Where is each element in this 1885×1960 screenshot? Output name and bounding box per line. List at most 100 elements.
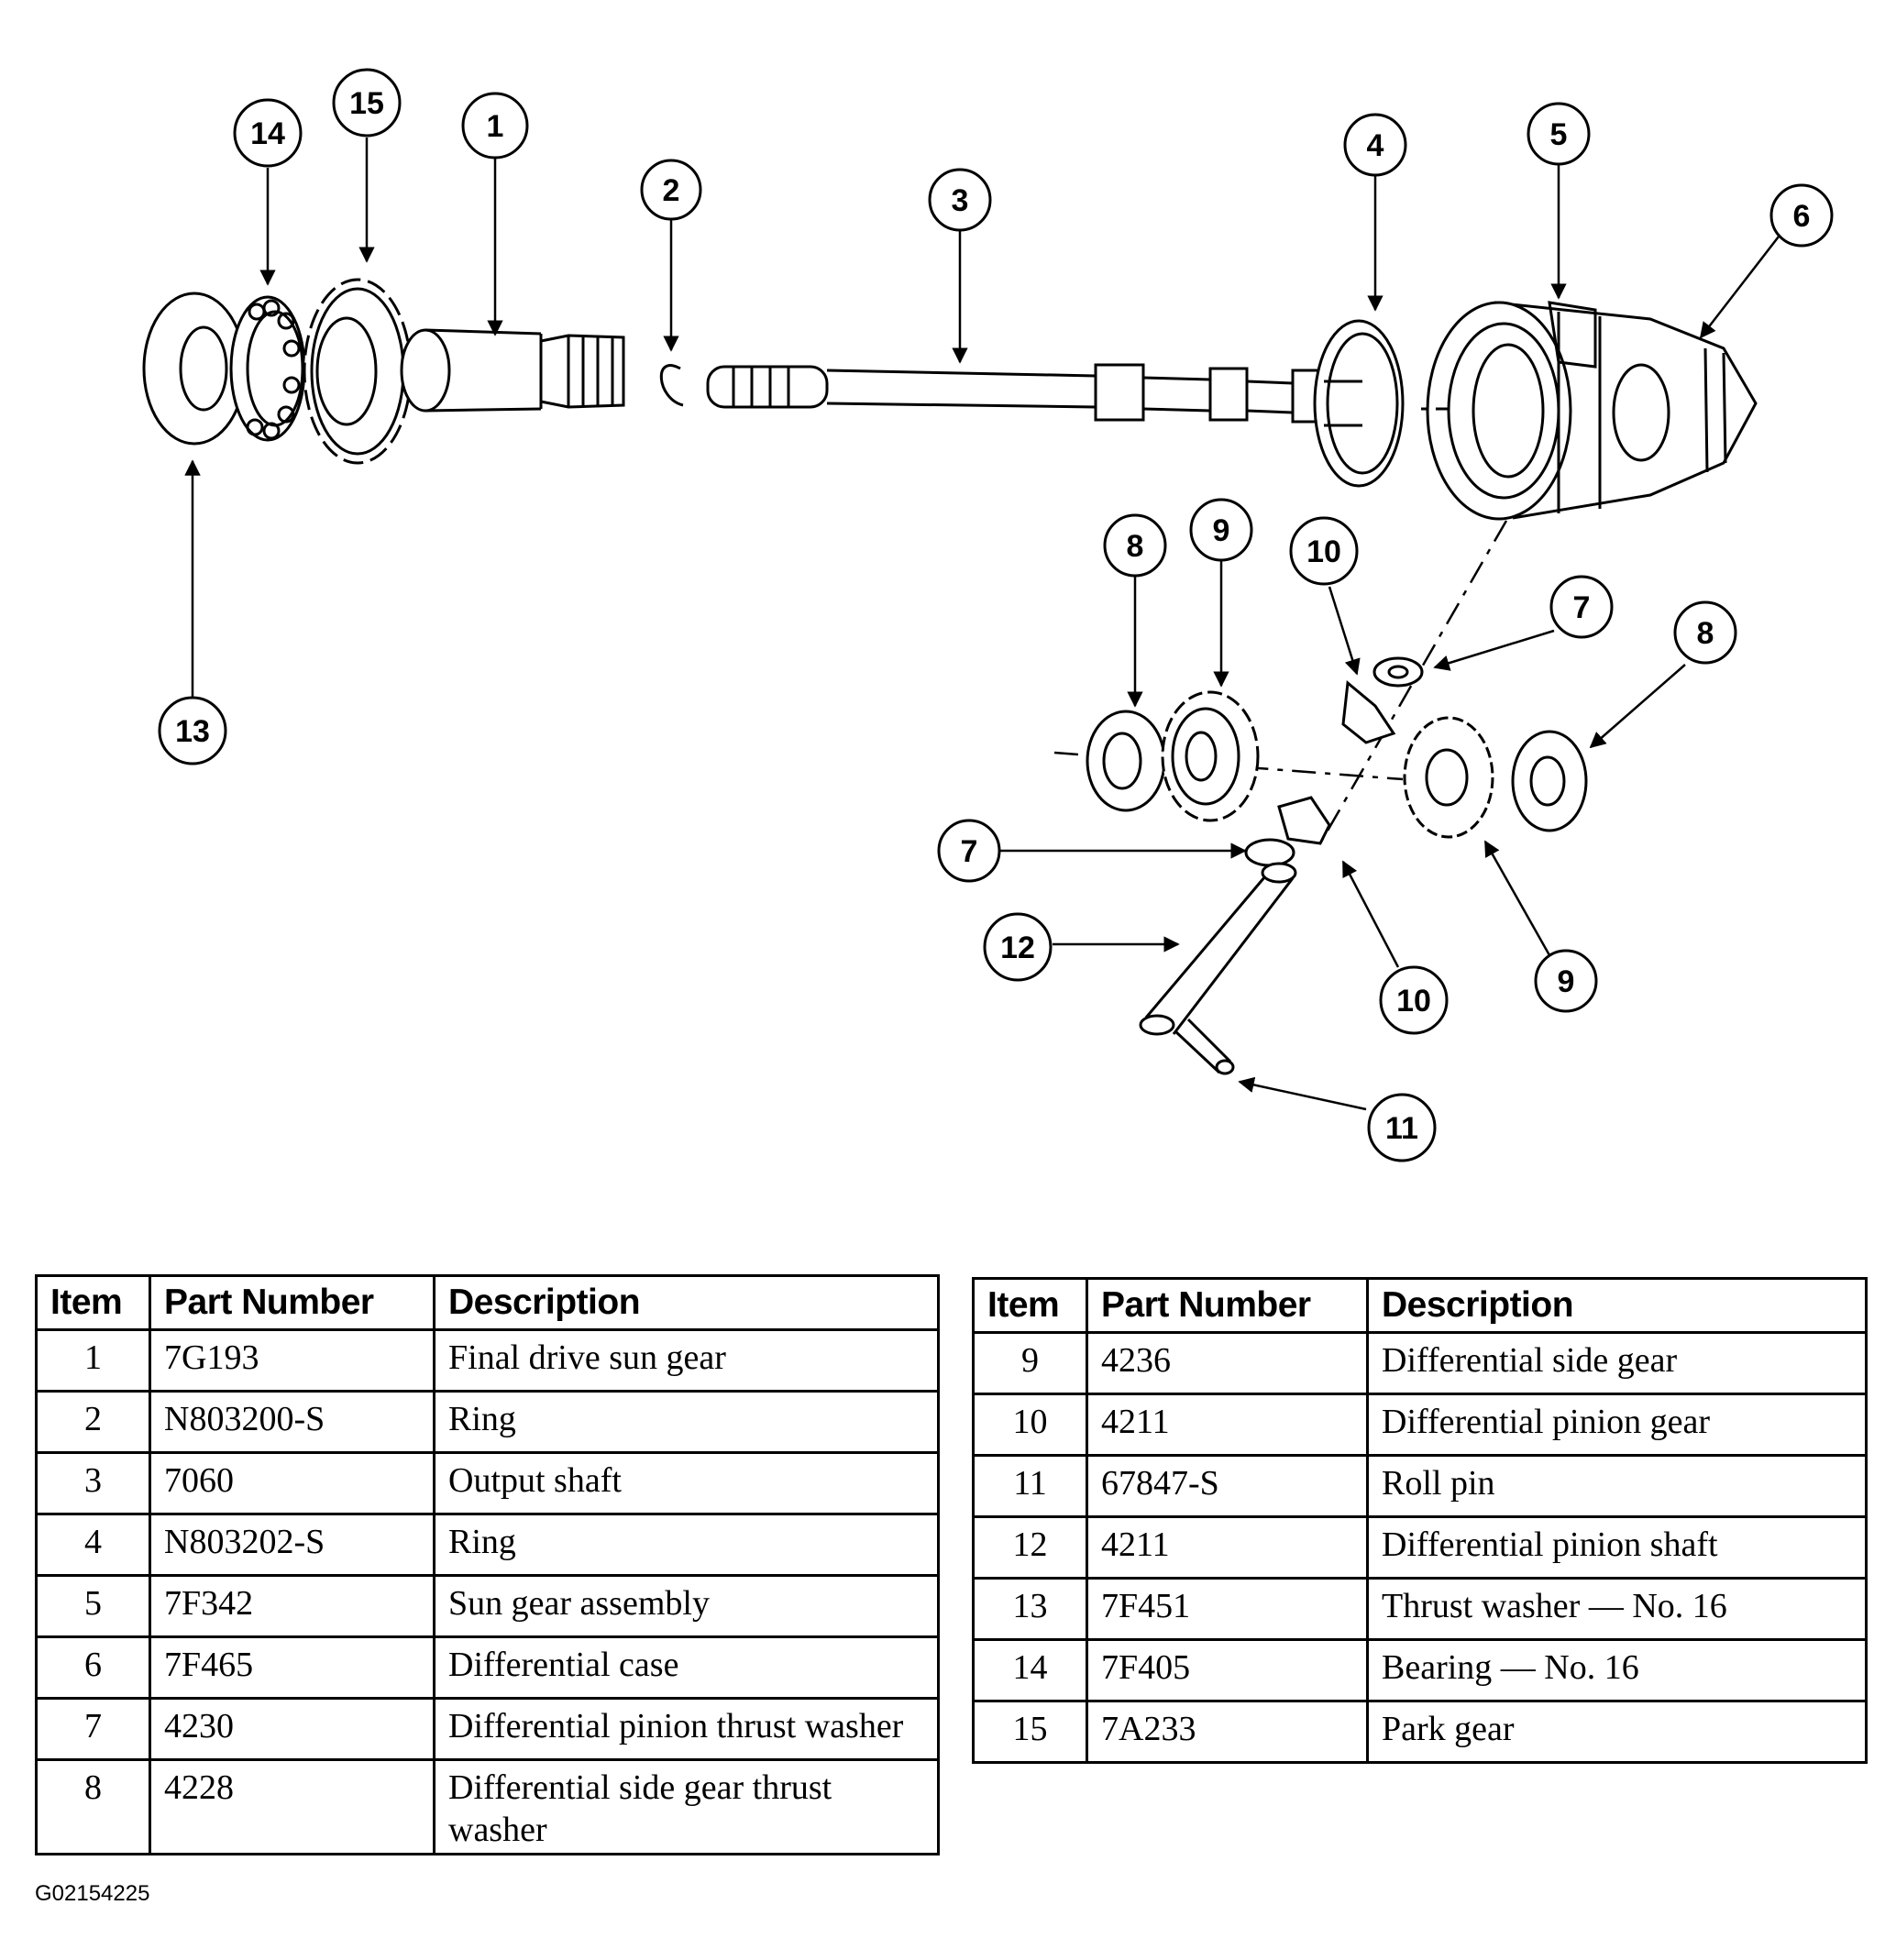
svg-text:4: 4 <box>1367 128 1384 163</box>
callout-8b: 8 <box>1673 600 1737 665</box>
header-part-number: Part Number <box>1086 1277 1369 1334</box>
description-cell: Roll pin <box>1366 1454 1868 1518</box>
side-gear-left-part <box>1161 690 1260 822</box>
callout-14: 14 <box>233 98 303 168</box>
description-cell: Final drive sun gear <box>433 1328 940 1393</box>
exploded-view-diagram: 1 2 3 4 5 6 7 7 8 8 9 9 10 10 11 12 13 1… <box>142 68 1834 1162</box>
bearing-part <box>229 295 306 442</box>
callout-13: 13 <box>158 696 227 765</box>
item-cell: 7 <box>35 1697 151 1761</box>
header-description: Description <box>1366 1277 1868 1334</box>
svg-text:10: 10 <box>1396 984 1431 1019</box>
svg-text:15: 15 <box>349 86 384 121</box>
callout-6: 6 <box>1769 183 1834 248</box>
item-cell: 1 <box>35 1328 151 1393</box>
svg-text:3: 3 <box>952 183 969 218</box>
callout-12: 12 <box>983 912 1053 982</box>
pinion-shaft-part <box>1139 862 1297 1036</box>
svg-text:7: 7 <box>961 834 978 869</box>
description-cell: Differential pinion shaft <box>1366 1515 1868 1580</box>
callout-9a: 9 <box>1189 498 1253 562</box>
part-number-cell: 4228 <box>149 1758 435 1855</box>
part-number-cell: 67847-S <box>1086 1454 1369 1518</box>
park-gear-part <box>303 278 413 465</box>
description-cell: Sun gear assembly <box>433 1574 940 1638</box>
callout-10b: 10 <box>1379 965 1449 1035</box>
svg-text:5: 5 <box>1550 117 1568 152</box>
part-number-cell: 4211 <box>1086 1393 1369 1457</box>
leader-10b <box>1341 860 1400 968</box>
callout-7b: 7 <box>937 819 1001 883</box>
callout-4: 4 <box>1343 113 1407 177</box>
svg-text:12: 12 <box>1000 930 1035 965</box>
description-cell: Differential case <box>433 1635 940 1700</box>
callout-2: 2 <box>640 159 702 221</box>
svg-text:8: 8 <box>1127 529 1144 564</box>
callout-5: 5 <box>1527 102 1591 166</box>
roll-pin-part <box>1174 1018 1235 1075</box>
svg-text:1: 1 <box>487 109 504 144</box>
item-cell: 10 <box>972 1393 1088 1457</box>
callout-15: 15 <box>332 68 402 138</box>
description-cell: Differential pinion thrust washer <box>433 1697 940 1761</box>
pinion-gear-upper-part <box>1341 656 1424 744</box>
item-cell: 3 <box>35 1451 151 1515</box>
part-number-cell: 7060 <box>149 1451 435 1515</box>
item-cell: 2 <box>35 1390 151 1454</box>
leader-9b <box>1483 840 1551 956</box>
part-number-cell: 4211 <box>1086 1515 1369 1580</box>
description-cell: Differential side gear <box>1366 1331 1868 1395</box>
item-cell: 6 <box>35 1635 151 1700</box>
leader-7a <box>1433 629 1555 671</box>
part-number-cell: 4236 <box>1086 1331 1369 1395</box>
svg-text:9: 9 <box>1213 513 1230 548</box>
svg-text:11: 11 <box>1385 1111 1418 1146</box>
side-gear-thrust-washer-right-part <box>1511 730 1588 832</box>
header-item: Item <box>972 1277 1088 1334</box>
leader-10a <box>1328 586 1361 676</box>
figure-id: G02154225 <box>35 1881 150 1906</box>
leader-6 <box>1699 236 1780 339</box>
part-number-cell: N803200-S <box>149 1390 435 1454</box>
description-cell: Output shaft <box>433 1451 940 1515</box>
leader-11 <box>1238 1076 1367 1111</box>
final-drive-sun-gear-part <box>400 328 625 413</box>
svg-text:8: 8 <box>1697 616 1714 651</box>
part-number-cell: 7F342 <box>149 1574 435 1638</box>
description-cell: Ring <box>433 1513 940 1577</box>
differential-case-part <box>1426 301 1758 521</box>
description-cell: Bearing — No. 16 <box>1366 1638 1868 1702</box>
header-item: Item <box>35 1274 151 1331</box>
leader-8b <box>1589 664 1686 749</box>
item-cell: 13 <box>972 1577 1088 1641</box>
part-number-cell: N803202-S <box>149 1513 435 1577</box>
output-shaft-part <box>706 363 1326 424</box>
svg-text:2: 2 <box>663 173 680 208</box>
part-number-cell: 4230 <box>149 1697 435 1761</box>
pinion-gear-lower-part <box>1244 796 1331 867</box>
svg-text:7: 7 <box>1573 590 1591 625</box>
callout-8a: 8 <box>1103 513 1167 578</box>
description-cell: Park gear <box>1366 1700 1868 1764</box>
svg-text:9: 9 <box>1558 964 1575 999</box>
retaining-ring-part <box>1313 319 1405 488</box>
table-header-row: Item Part Number Description <box>972 1277 1868 1334</box>
item-cell: 15 <box>972 1700 1088 1764</box>
side-gear-right-part <box>1403 716 1494 839</box>
part-number-cell: 7F405 <box>1086 1638 1369 1702</box>
description-cell: Differential pinion gear <box>1366 1393 1868 1457</box>
